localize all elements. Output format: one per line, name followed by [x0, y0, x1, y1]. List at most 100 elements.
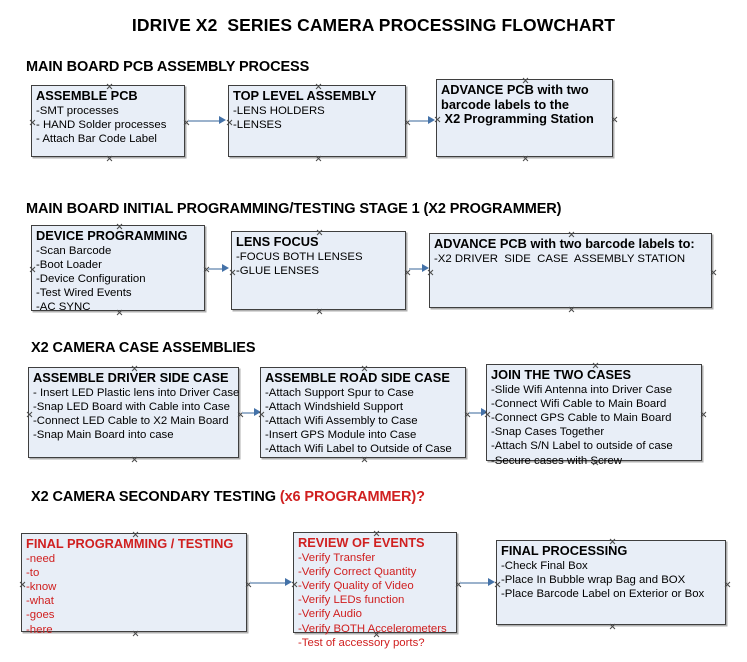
flow-box-title: DEVICE PROGRAMMING — [36, 228, 188, 243]
flow-box-body: DEVICE PROGRAMMING -Scan Barcode -Boot L… — [36, 228, 202, 315]
connector-lens-focus-to-advance-pcb-driver-side — [409, 268, 425, 270]
flow-box-title: LENS FOCUS — [236, 234, 319, 249]
flow-box-line: -Snap LED Board with Cable into Case — [33, 400, 230, 413]
arrowhead-icon — [488, 578, 495, 586]
flow-box-line: -Connect Wifi Cable to Main Board — [491, 397, 667, 410]
connection-point-bottom[interactable] — [106, 155, 113, 162]
flow-box-title: ASSEMBLE ROAD SIDE CASE — [265, 370, 450, 385]
section-heading-text: X2 CAMERA SECONDARY TESTING — [31, 489, 280, 505]
flow-box-line: -Slide Wifi Antenna into Driver Case — [491, 383, 673, 396]
flow-box-line: -Verify Transfer — [298, 551, 376, 564]
page-title: IDRIVE X2 SERIES CAMERA PROCESSING FLOWC… — [131, 15, 616, 35]
arrowhead-icon — [222, 264, 229, 272]
section-heading-accent: (x6 PROGRAMMER)? — [279, 489, 425, 505]
flow-box-body: ASSEMBLE DRIVER SIDE CASE - Insert LED P… — [33, 370, 239, 442]
flow-box-advance-pcb-to-x2-programming-station[interactable]: ADVANCE PCB with two barcode labels to t… — [436, 79, 613, 157]
arrowhead-icon — [285, 578, 292, 586]
flow-box-title: REVIEW OF EVENTS — [298, 535, 425, 550]
flow-box-line: -Snap Cases Together — [491, 426, 605, 439]
connection-point-left[interactable] — [29, 266, 36, 273]
flow-box-title: JOIN THE TWO CASES — [491, 367, 632, 382]
flow-box-final-processing[interactable]: FINAL PROCESSING -Check Final Box -Place… — [496, 540, 726, 625]
connection-point-bottom[interactable] — [568, 306, 575, 313]
connector-top-level-assembly-to-advance-pcb — [409, 120, 431, 122]
flow-box-line: -Verify Quality of Video — [298, 579, 414, 592]
flow-box-top-level-assembly[interactable]: TOP LEVEL ASSEMBLY -LENS HOLDERS -LENSES — [228, 85, 406, 157]
arrowhead-icon — [219, 116, 226, 124]
connector-final-programming-to-review-of-events — [250, 582, 286, 584]
connection-point-left[interactable] — [19, 581, 26, 588]
flow-box-line: barcode labels to the — [441, 96, 570, 112]
connector-driver-side-to-road-side — [242, 412, 256, 414]
connection-point-left[interactable] — [226, 119, 233, 126]
arrowhead-icon — [428, 116, 435, 124]
flow-box-line: -Snap Main Board into case — [33, 429, 174, 442]
connection-point-left[interactable] — [229, 269, 236, 276]
flow-box-line: -Verify Correct Quantity — [298, 565, 417, 578]
flow-box-line: -Verify LEDs function — [298, 594, 405, 607]
connection-point-right[interactable] — [700, 411, 707, 418]
connection-point-left[interactable] — [26, 411, 33, 418]
flow-box-device-programming[interactable]: DEVICE PROGRAMMING -Scan Barcode -Boot L… — [29, 225, 205, 313]
flow-box-line: -Insert GPS Module into Case — [265, 429, 417, 442]
connection-point-bottom[interactable] — [522, 155, 529, 162]
section-heading-main-board-pcb-assembly-process: MAIN BOARD PCB ASSEMBLY PROCESS — [26, 59, 309, 75]
connection-point-right[interactable] — [710, 269, 717, 276]
flow-box-line: -Place In Bubble wrap Bag and BOX — [501, 573, 686, 586]
flow-box-line: -know — [26, 580, 57, 593]
section-heading-text: X2 CAMERA CASE ASSEMBLIES — [31, 340, 256, 356]
flow-box-line: -Boot Loader — [36, 258, 102, 271]
flow-box-line: -here — [26, 623, 53, 636]
flow-box-advance-pcb-to-driver-side-case-assembly[interactable]: ADVANCE PCB with two barcode labels to: … — [429, 233, 712, 308]
flow-box-review-of-events[interactable]: REVIEW OF EVENTS -Verify Transfer -Verif… — [293, 532, 457, 649]
flow-box-line: -goes — [26, 609, 55, 622]
flow-box-title: ADVANCE PCB with two barcode labels to: — [434, 236, 695, 251]
flow-box-line: -Attach Support Spur to Case — [265, 386, 414, 399]
flow-box-line: -Attach Windshield Support — [265, 400, 404, 413]
flow-box-body: LENS FOCUS -FOCUS BOTH LENSES -GLUE LENS… — [236, 234, 403, 278]
flow-box-line: -LENS HOLDERS — [233, 104, 325, 117]
flow-box-line: - Attach Bar Code Label — [36, 132, 157, 145]
connection-point-bottom[interactable] — [316, 308, 323, 315]
connection-point-right[interactable] — [724, 581, 731, 588]
flow-box-title: FINAL PROCESSING — [501, 543, 628, 558]
flow-box-assemble-pcb[interactable]: ASSEMBLE PCB -SMT processes - HAND Solde… — [31, 85, 185, 157]
flow-box-line: -Attach Wifi Label to Outside of Case — [265, 443, 452, 456]
flow-box-line: -Verify BOTH Accelerometers — [298, 622, 447, 635]
flow-box-assemble-road-side-case[interactable]: ASSEMBLE ROAD SIDE CASE -Attach Support … — [260, 367, 466, 458]
connector-device-programming-to-lens-focus — [208, 268, 224, 270]
flow-box-line: -SMT processes — [36, 104, 119, 117]
flow-box-title: TOP LEVEL ASSEMBLY — [233, 88, 377, 103]
flow-box-lens-focus[interactable]: LENS FOCUS -FOCUS BOTH LENSES -GLUE LENS… — [231, 231, 406, 310]
flow-box-title: ASSEMBLE PCB — [36, 88, 138, 103]
flow-box-title: FINAL PROGRAMMING / TESTING — [26, 536, 234, 551]
connection-point-right[interactable] — [611, 116, 618, 123]
flow-box-join-the-two-cases[interactable]: JOIN THE TWO CASES -Slide Wifi Antenna i… — [486, 364, 702, 467]
flow-box-line: -need — [26, 552, 56, 565]
flow-box-line: -Connect GPS Cable to Main Board — [491, 411, 672, 424]
connector-assemble-pcb-to-top-level-assembly — [188, 120, 220, 122]
flow-box-line: -Secure cases with Screw — [491, 454, 623, 467]
connection-point-left[interactable] — [29, 119, 36, 126]
connection-point-bottom[interactable] — [315, 155, 322, 162]
connection-point-bottom[interactable] — [131, 456, 138, 463]
flow-box-line: X2 Programming Station — [441, 111, 594, 126]
flow-box-line: -X2 DRIVER SIDE CASE ASSEMBLY STATION — [434, 252, 686, 265]
flow-box-line: -to — [26, 566, 40, 579]
flow-box-body: ADVANCE PCB with two barcode labels to: … — [434, 236, 709, 266]
flow-box-title: ADVANCE PCB with two — [441, 82, 589, 97]
flow-box-body: TOP LEVEL ASSEMBLY -LENS HOLDERS -LENSES — [233, 88, 403, 132]
arrowhead-icon — [481, 408, 488, 416]
connection-point-bottom[interactable] — [609, 623, 616, 630]
flow-box-final-programming-testing[interactable]: FINAL PROGRAMMING / TESTING -need -to -k… — [19, 533, 247, 636]
flow-box-line: -Scan Barcode — [36, 244, 112, 257]
connection-point-bottom[interactable] — [361, 456, 368, 463]
flow-box-assemble-driver-side-case[interactable]: ASSEMBLE DRIVER SIDE CASE - Insert LED P… — [28, 367, 239, 458]
arrowhead-icon — [422, 264, 429, 272]
flow-box-body: ASSEMBLE PCB -SMT processes - HAND Solde… — [36, 88, 182, 146]
flow-box-line: -FOCUS BOTH LENSES — [236, 250, 363, 263]
flow-box-line-overflow: -Test of accessory ports? — [298, 636, 425, 649]
flow-box-body: REVIEW OF EVENTS -Verify Transfer -Verif… — [298, 535, 454, 650]
flow-box-line: - HAND Solder processes — [36, 118, 167, 131]
